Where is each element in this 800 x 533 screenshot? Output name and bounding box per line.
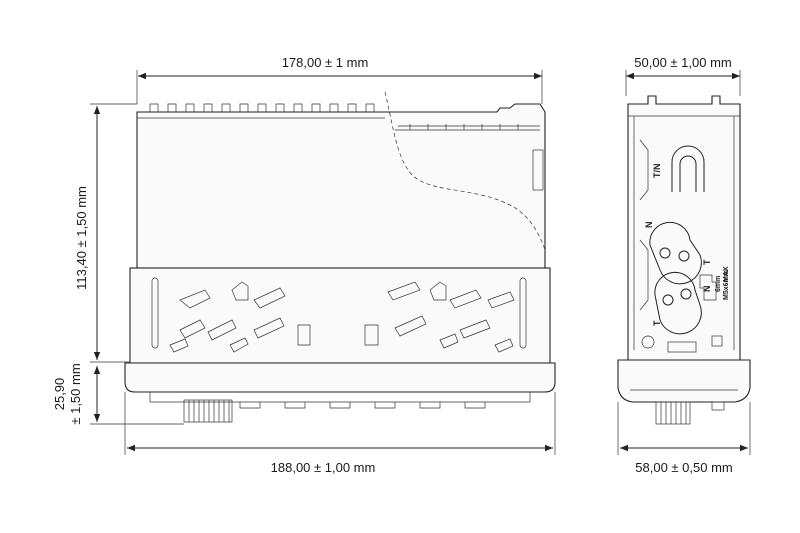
dim-top-width: 178,00 ± 1 mm — [282, 55, 369, 70]
dim-bottom-width: 188,00 ± 1,00 mm — [271, 460, 376, 475]
volume-knob — [183, 399, 233, 423]
spring-tabs — [169, 281, 515, 353]
screw-symbol — [699, 274, 717, 301]
mount-hole-1 — [659, 247, 671, 259]
label-n2: N — [702, 286, 712, 293]
side-clip — [532, 149, 544, 191]
side-faceplate — [617, 359, 751, 403]
mount-hole-3 — [662, 294, 674, 306]
label-t2: T — [652, 320, 662, 326]
label-tn: T/N — [652, 164, 662, 179]
mount-hole-2 — [678, 250, 690, 262]
dim-height-main: 113,40 ± 1,50 mm — [74, 186, 89, 290]
vent-teeth — [149, 103, 375, 112]
faceplate-lower — [149, 392, 531, 403]
front-view — [124, 91, 556, 423]
side-view: T/N N T N T MAX 6mm M5x6mm — [617, 95, 751, 425]
dim-front-height-2: ± 1,50 mm — [68, 363, 83, 424]
dim-side-depth: 50,00 ± 1,00 mm — [634, 55, 731, 70]
side-knob — [655, 401, 691, 425]
side-screw — [641, 335, 655, 349]
faceplate — [124, 362, 556, 393]
u-bracket — [671, 145, 705, 192]
inner-rail — [395, 125, 540, 131]
label-n1: N — [644, 222, 654, 229]
label-size2: M5x6mm — [723, 270, 730, 300]
mount-lower — [654, 271, 702, 335]
label-t1: T — [702, 259, 712, 265]
inner-teeth — [409, 124, 519, 130]
dim-front-height-1: 25,90 — [52, 378, 67, 411]
mount-hole-4 — [680, 288, 692, 300]
slot-left — [151, 277, 159, 349]
housing-top — [136, 103, 546, 269]
break-line — [384, 91, 546, 251]
side-brackets — [639, 139, 649, 311]
slot-right — [519, 277, 527, 349]
mount-upper — [649, 221, 702, 285]
side-square — [711, 335, 723, 347]
side-button — [711, 401, 725, 411]
label-max: MAX — [723, 266, 730, 282]
housing-cage — [129, 267, 551, 364]
dimensions: 178,00 ± 1 mm 50,00 ± 1,00 mm 113,40 ± 1… — [52, 55, 751, 475]
side-frame — [628, 115, 740, 350]
faceplate-buttons — [239, 402, 486, 409]
dim-side-bottom: 58,00 ± 0,50 mm — [635, 460, 732, 475]
side-latch — [667, 341, 697, 353]
label-size1: 6mm — [715, 276, 722, 292]
